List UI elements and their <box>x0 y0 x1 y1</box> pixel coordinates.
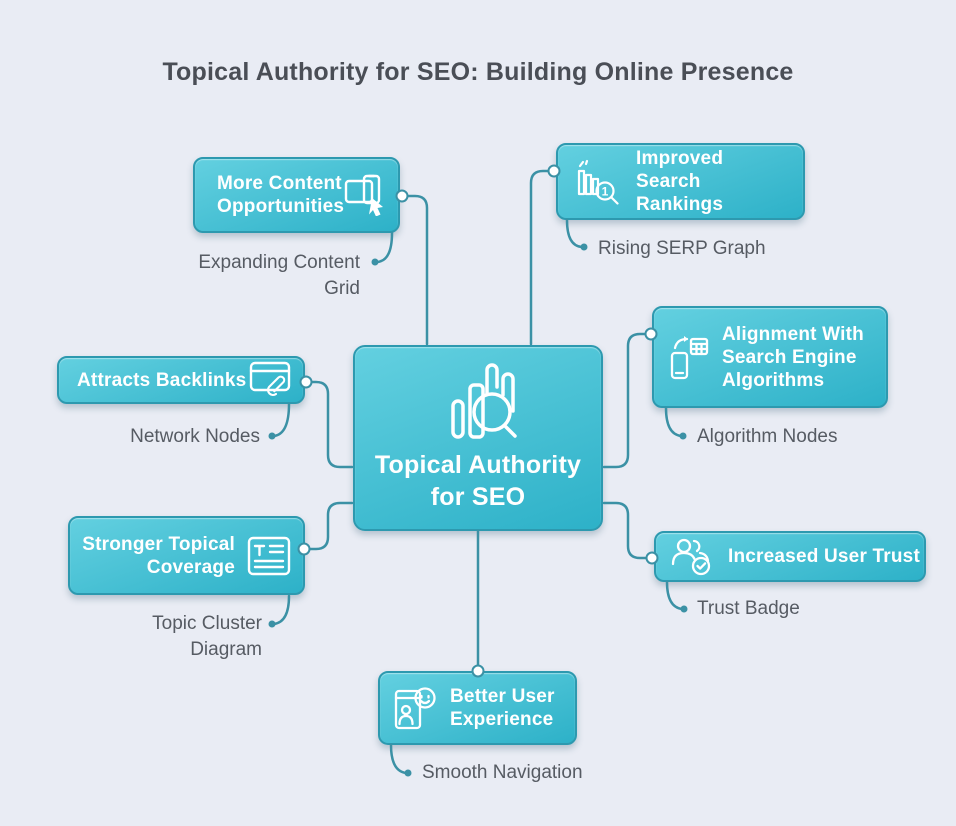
node-stronger-topical-coverage[interactable]: Stronger Topical Coverage <box>68 516 305 595</box>
sublabel-dot <box>404 769 412 777</box>
node-increased-user-trust[interactable]: Increased User Trust <box>654 531 926 582</box>
user-smile-browser-icon <box>394 685 438 731</box>
connector-more-content <box>400 194 429 346</box>
connector-attracts-backlinks <box>304 380 354 469</box>
node-label: Better User Experience <box>450 686 555 730</box>
browser-paperclip-icon <box>249 361 293 399</box>
connector-increased-trust <box>602 501 654 560</box>
node-label: More Content Opportunities <box>217 173 345 217</box>
sublabel-curve-trustbadge <box>665 580 684 611</box>
node-label: Stronger Topical Coverage <box>82 533 235 578</box>
sublabel-trust-badge: Trust Badge <box>697 598 800 619</box>
node-attracts-backlinks[interactable]: Attracts Backlinks <box>57 356 305 404</box>
sublabel-expanding-content-grid: Expanding Content Grid <box>198 252 360 299</box>
node-alignment-algorithms[interactable]: Alignment With Search Engine Algorithms <box>652 306 888 408</box>
sublabel-dot <box>371 258 379 266</box>
node-better-user-experience[interactable]: Better User Experience <box>378 671 577 745</box>
sublabel-curve-algorithm <box>664 406 683 438</box>
sublabel-smooth-navigation: Smooth Navigation <box>422 762 583 783</box>
node-label: Improved Search Rankings <box>636 148 724 215</box>
sublabel-network-nodes: Network Nodes <box>130 426 260 447</box>
svg-text:1: 1 <box>602 184 609 198</box>
node-topical-authority[interactable]: Topical Authority for SEO <box>353 345 603 531</box>
node-improved-search-rankings[interactable]: 1 Improved Search Rankings <box>556 143 805 220</box>
sublabel-curve-expanding <box>375 231 394 264</box>
node-label: Alignment With Search Engine Algorithms <box>722 323 864 391</box>
document-text-icon <box>247 536 291 576</box>
node-label: Attracts Backlinks <box>77 369 247 391</box>
page-title: Topical Authority for SEO: Building Onli… <box>162 58 794 86</box>
sublabel-dot <box>580 243 588 251</box>
seo-search-analytics-icon <box>433 357 523 447</box>
sublabel-algorithm-nodes: Algorithm Nodes <box>697 426 838 447</box>
sublabel-dot <box>268 620 276 628</box>
node-label: Increased User Trust <box>728 546 920 567</box>
sublabel-curve-smooth <box>389 743 408 775</box>
connector-alignment <box>602 332 653 469</box>
ranking-chart-magnifier-icon: 1 <box>576 159 622 205</box>
connector-stronger-topical <box>302 501 354 551</box>
connector-improved-search <box>529 169 556 346</box>
sublabel-curve-rising <box>565 218 584 249</box>
devices-cursor-icon <box>344 174 390 216</box>
users-check-icon <box>670 537 716 577</box>
sublabel-topic-cluster-diagram: Topic Cluster Diagram <box>152 613 262 660</box>
sublabel-curve-network <box>272 402 291 438</box>
sublabel-curve-topic <box>272 594 291 626</box>
sublabel-dot <box>679 432 687 440</box>
sublabel-dot <box>680 605 688 613</box>
sublabel-dot <box>268 432 276 440</box>
sublabel-rising-serp-graph: Rising SERP Graph <box>598 238 766 259</box>
phone-sync-grid-icon <box>668 333 710 381</box>
node-more-content-opportunities[interactable]: More Content Opportunities <box>193 157 400 233</box>
central-node-label: Topical Authority for SEO <box>374 451 582 511</box>
